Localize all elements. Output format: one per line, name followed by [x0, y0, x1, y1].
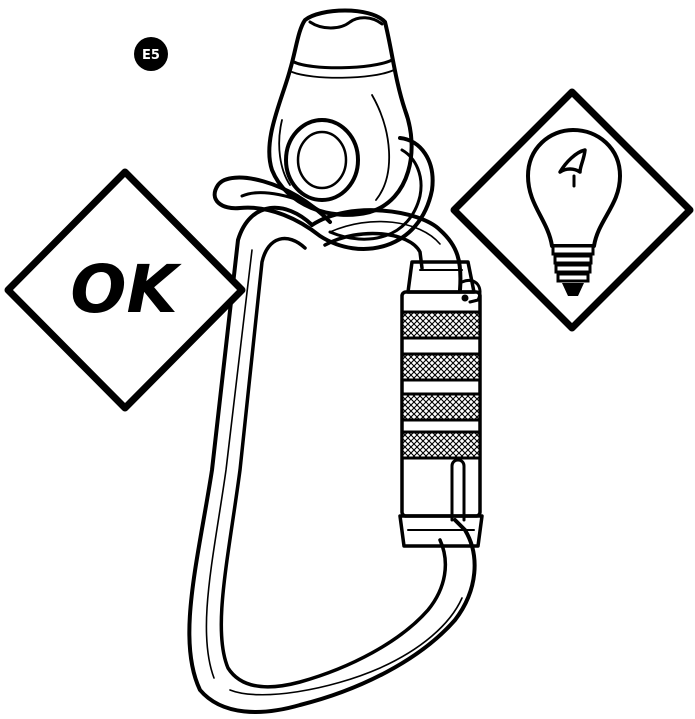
ok-sign-label: OK — [70, 251, 182, 328]
step-badge-label: E5 — [142, 48, 160, 63]
rope-eye-fitting — [269, 11, 411, 215]
step-badge: E5 — [134, 37, 168, 71]
webbing-loop — [215, 138, 433, 249]
tip-sign — [454, 92, 690, 328]
ok-sign: OK — [8, 172, 242, 408]
